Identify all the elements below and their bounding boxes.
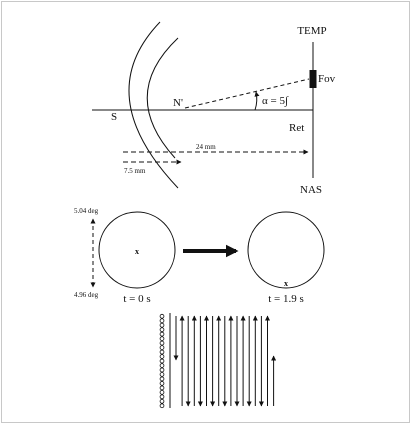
scan-pattern [159, 313, 277, 409]
scan-circle [159, 340, 165, 346]
label-fov: Fov [318, 73, 336, 85]
scan-circle [159, 345, 165, 350]
label-ret: Ret [289, 122, 304, 134]
label-time-start: t = 0 s [123, 293, 150, 305]
scan-circle [159, 313, 165, 319]
fixation-mark-start: x [135, 247, 139, 256]
label-s: S [111, 111, 117, 123]
stimulus-circle-start [98, 211, 176, 289]
scan-circle [159, 354, 165, 359]
scan-circle [159, 349, 165, 355]
drift-illustration: 5.04 deg 4.96 deg x t = 0 s x t = 1.9 s [74, 207, 325, 305]
scan-circle [159, 389, 165, 395]
scan-circle [159, 385, 165, 391]
label-nas: NAS [300, 184, 322, 196]
label-24mm: 24 mm [196, 143, 216, 151]
eye-schematic: TEMP Fov N' α = 5∫ Ret NAS S 24 mm 7.5 m… [92, 21, 336, 196]
scan-circle [159, 336, 165, 341]
angle-arc [254, 91, 260, 111]
label-temp: TEMP [297, 25, 326, 37]
lens-arc [146, 37, 179, 159]
cornea-arc [128, 21, 179, 189]
label-nodal-point: N' [173, 97, 183, 109]
scan-circle [159, 403, 165, 409]
label-bottom-deg: 4.96 deg [74, 291, 99, 299]
scan-circle [159, 363, 165, 368]
line-of-sight [184, 78, 310, 109]
scan-circle [159, 372, 165, 377]
scan-circle [159, 327, 165, 333]
scan-circle [159, 398, 165, 404]
scan-circle [159, 381, 165, 386]
label-top-deg: 5.04 deg [74, 207, 99, 215]
scan-circle [159, 358, 165, 364]
scan-circle [159, 394, 165, 400]
scan-circle [159, 376, 165, 382]
fixation-mark-end: x [284, 279, 288, 288]
label-75mm: 7.5 mm [124, 167, 146, 175]
fovea-marker [309, 70, 317, 88]
scan-circle [159, 367, 165, 373]
label-angle: α = 5∫ [262, 95, 289, 107]
stimulus-circle-end [247, 211, 325, 289]
scan-circle [159, 331, 165, 337]
scan-circle [159, 322, 165, 328]
scan-circle [159, 318, 165, 324]
label-time-end: t = 1.9 s [268, 293, 304, 305]
